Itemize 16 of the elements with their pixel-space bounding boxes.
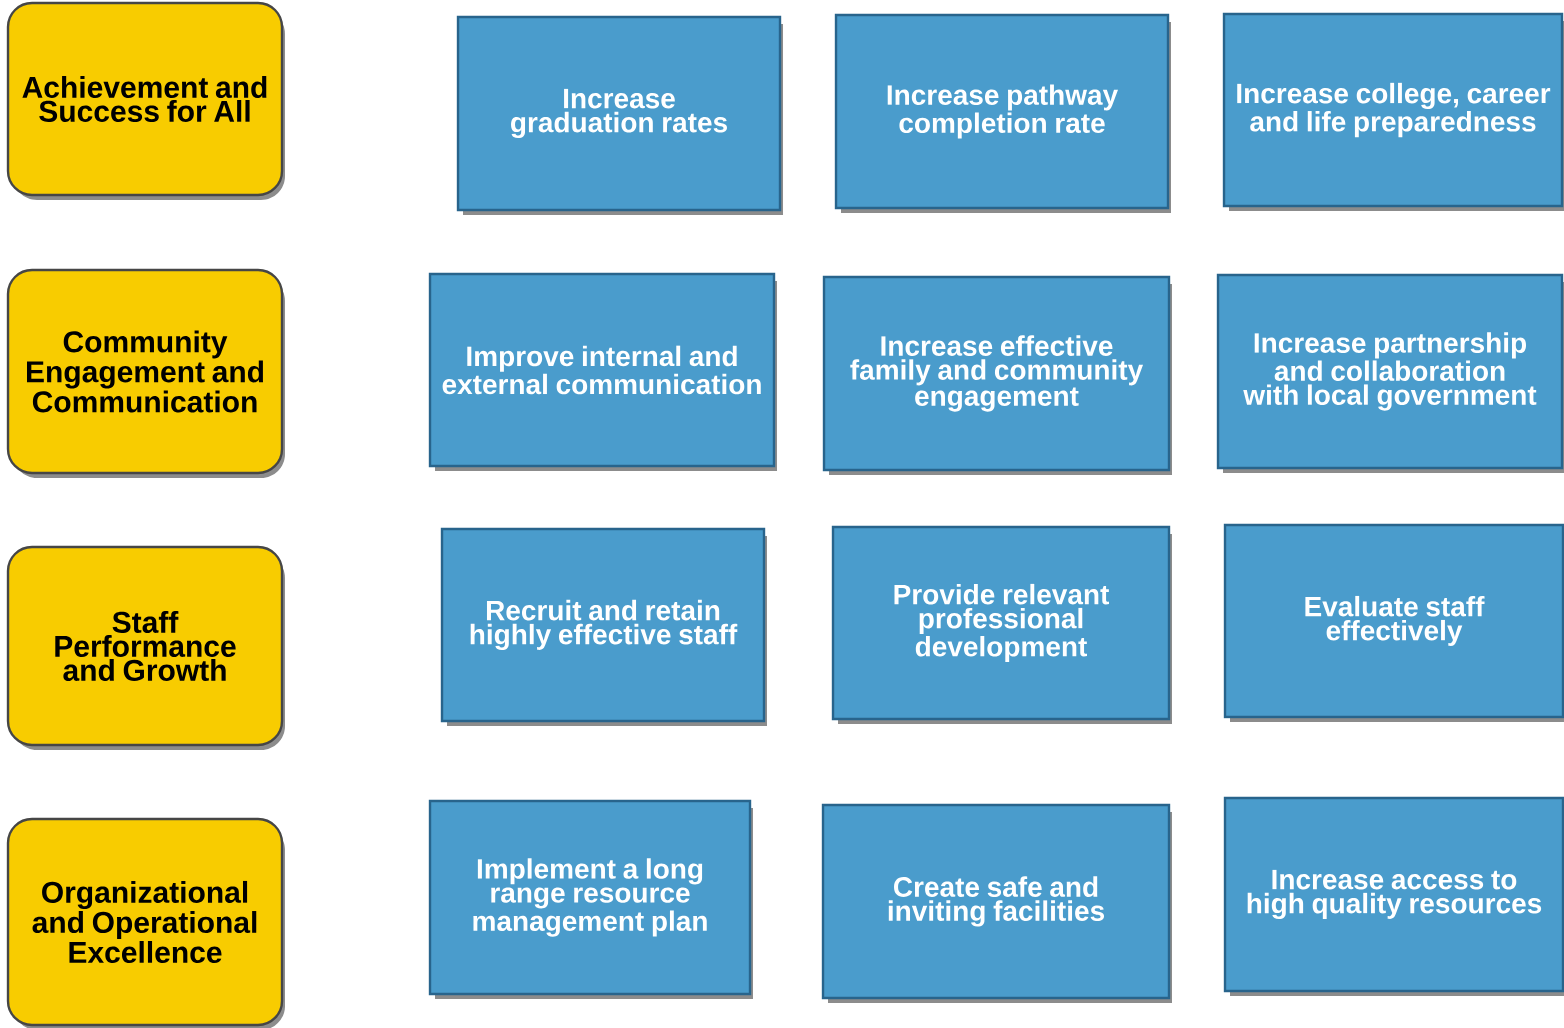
goal-box: Create safe and inviting facilities [821,803,1172,1003]
goal-box: Provide relevant professional development [831,525,1172,724]
goal-box: Increase access to high quality resources [1223,796,1564,996]
goal-box: Increase partnership and collaboration with local government [1216,273,1564,473]
focus-area-box: Community Engagement and Communication [6,268,285,478]
goal-box: Increase graduation rates [456,15,783,215]
focus-area-box: Organizational and Operational Excellence [6,817,285,1028]
goal-box: Recruit and retain highly effective staff [440,527,767,726]
goal-box: Implement a long range resource management plan [428,799,753,999]
goal-box: Increase college, career and life preparedness [1222,12,1564,211]
focus-area-box: Achievement and Success for All [6,1,285,200]
goal-box: Improve internal and external communication [428,272,777,471]
goal-box: Increase pathway completion rate [834,13,1171,213]
focus-area-box: Staff Performance and Growth [6,545,285,750]
goal-box: Evaluate staff effectively [1223,523,1564,722]
goal-box: Increase effective family and community engagement [822,275,1172,475]
